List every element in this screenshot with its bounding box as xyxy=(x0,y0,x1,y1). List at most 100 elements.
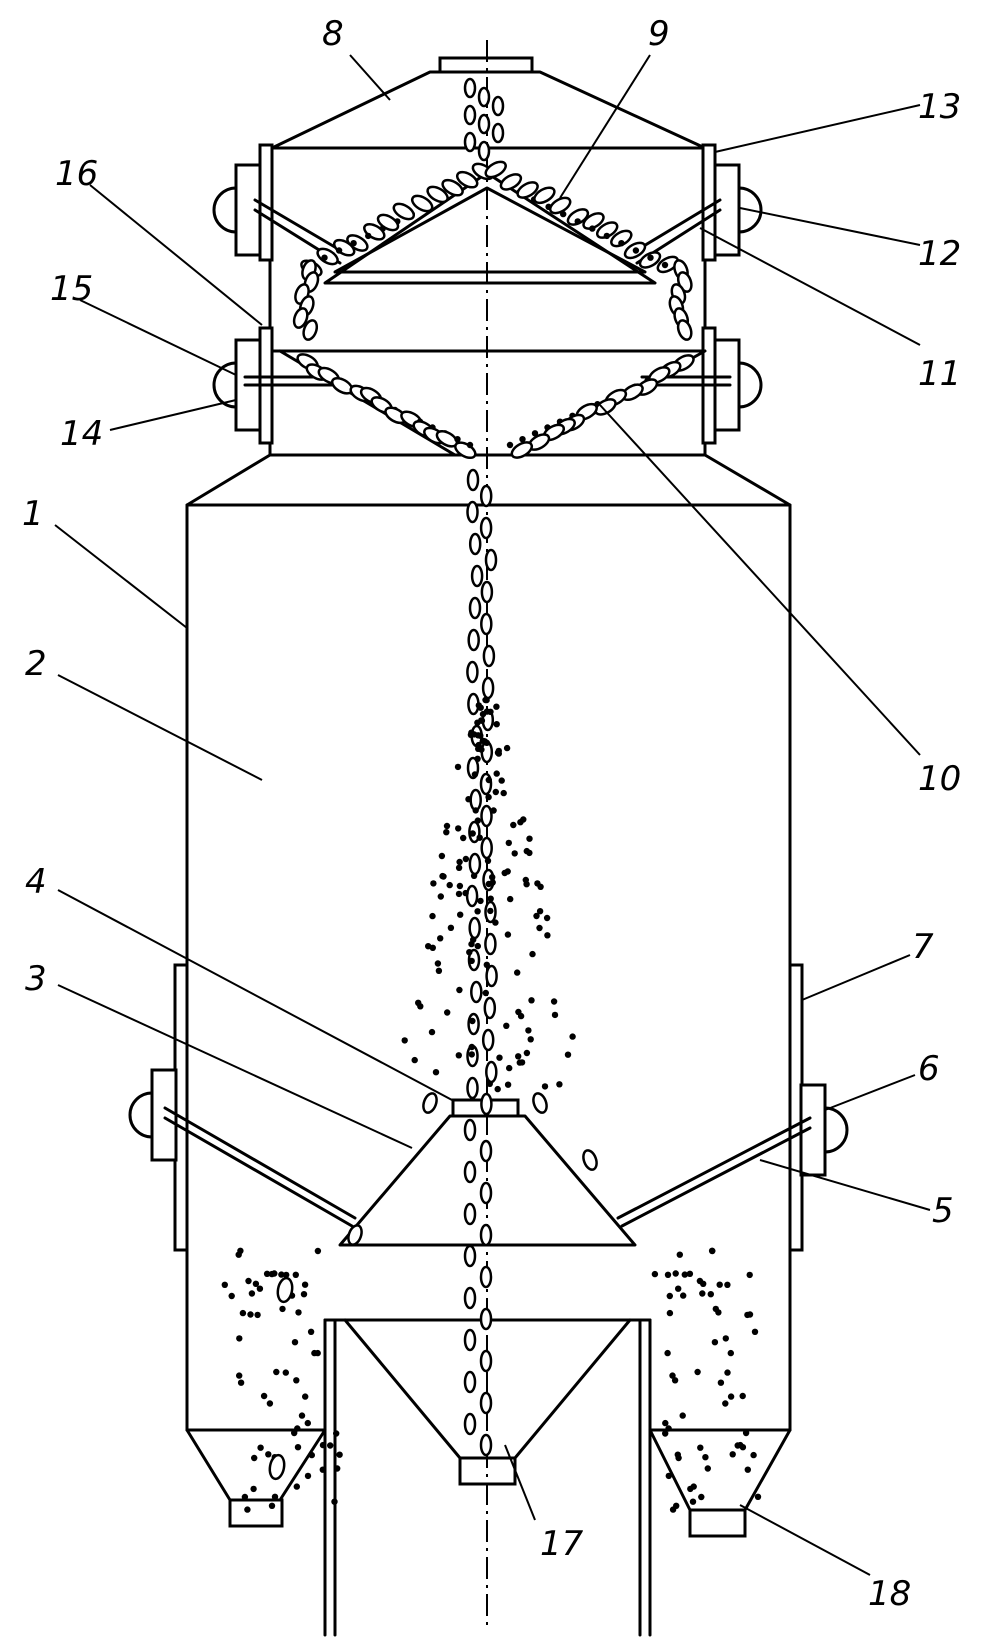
fine-particle xyxy=(308,1451,315,1459)
grain-particle xyxy=(463,1412,477,1436)
fine-particle xyxy=(680,1292,687,1299)
fine-particle xyxy=(291,1429,298,1437)
fine-particle xyxy=(711,1339,719,1346)
grain-particle xyxy=(465,884,479,908)
fine-particle xyxy=(319,1466,326,1473)
fine-particle xyxy=(228,1292,235,1300)
fine-particle xyxy=(712,1305,719,1313)
fine-particle xyxy=(468,1043,475,1051)
grain-particle xyxy=(510,441,534,459)
fine-particle xyxy=(527,1036,534,1043)
fine-particle xyxy=(456,882,464,890)
label-2: 2 xyxy=(25,644,47,684)
fine-particle xyxy=(432,1069,440,1076)
label-4: 4 xyxy=(25,862,47,902)
fine-particle xyxy=(519,436,526,443)
fine-particle xyxy=(429,912,436,920)
fine-particle xyxy=(294,1444,302,1451)
fine-particle xyxy=(676,1251,683,1258)
fine-particle xyxy=(729,1451,736,1458)
fine-particle xyxy=(237,1379,245,1386)
fine-particle xyxy=(443,829,450,836)
fine-particle xyxy=(475,741,482,749)
fine-particle xyxy=(266,1400,274,1407)
fine-particle xyxy=(485,880,492,888)
fine-particle xyxy=(474,755,481,762)
fine-particle xyxy=(437,893,444,900)
fine-particle xyxy=(283,1271,290,1279)
fine-particle xyxy=(526,835,533,842)
grain-particle xyxy=(302,319,319,341)
grain-particle xyxy=(463,1328,477,1352)
cone-support-left xyxy=(163,1106,357,1228)
fine-particle xyxy=(700,1280,707,1288)
particle-flow xyxy=(221,77,762,1513)
fine-particle xyxy=(483,708,491,715)
grain-particle xyxy=(347,1224,363,1246)
fine-particle xyxy=(273,1368,280,1376)
fine-particle xyxy=(489,874,496,881)
fine-particle xyxy=(483,961,490,968)
fine-particle xyxy=(500,789,507,797)
grain-particle xyxy=(466,468,480,492)
fine-particle xyxy=(490,807,497,814)
label-14: 14 xyxy=(60,414,103,454)
grain-particle xyxy=(470,564,484,588)
grain-particle xyxy=(468,596,482,620)
grain-particle xyxy=(479,1391,493,1415)
grain-particle xyxy=(481,1028,495,1052)
fine-particle xyxy=(492,788,499,796)
fine-particle xyxy=(245,1277,252,1285)
fine-particle xyxy=(515,1053,522,1060)
grain-particle xyxy=(466,500,479,524)
grain-particle xyxy=(463,1370,477,1394)
fine-particle xyxy=(669,1372,676,1379)
grain-particle xyxy=(463,1202,477,1226)
fine-particle xyxy=(447,924,455,931)
fine-particle xyxy=(744,1311,751,1319)
fine-particle xyxy=(321,254,328,261)
grain-particle xyxy=(463,131,477,153)
grain-particle xyxy=(479,516,493,540)
fine-particle xyxy=(472,807,479,814)
fine-particle xyxy=(662,1419,669,1427)
label-12: 12 xyxy=(918,234,961,274)
fine-particle xyxy=(477,732,484,739)
label-9: 9 xyxy=(648,14,670,54)
grain-particle xyxy=(468,532,482,556)
fine-particle xyxy=(250,1485,257,1493)
grain-particle xyxy=(479,1139,493,1163)
fine-particle xyxy=(675,1454,682,1462)
fine-particle xyxy=(529,950,536,958)
grain-particle xyxy=(455,170,479,189)
fine-particle xyxy=(564,1051,572,1058)
grain-particle xyxy=(491,95,505,117)
fine-particle xyxy=(716,1281,723,1288)
fine-particle xyxy=(428,1028,436,1036)
fine-particle xyxy=(271,1493,279,1501)
fine-particle xyxy=(484,857,492,864)
fine-particle xyxy=(454,436,461,443)
fine-particle xyxy=(295,1309,302,1316)
fine-particle xyxy=(443,822,451,830)
lower-vibrator-right xyxy=(640,338,763,432)
upper-vibrator-right xyxy=(630,163,763,265)
fine-particle xyxy=(754,1493,762,1501)
fine-particle xyxy=(456,986,463,994)
fine-particle xyxy=(603,232,610,240)
fine-particle xyxy=(466,441,474,449)
fine-particle xyxy=(507,895,514,903)
fine-particle xyxy=(474,908,481,915)
fine-particle xyxy=(331,1498,338,1505)
fine-particle xyxy=(221,1281,228,1289)
fine-particle xyxy=(335,247,343,254)
bottom-vibrator-left xyxy=(128,1068,178,1162)
fine-particle xyxy=(256,1285,264,1292)
fine-particle xyxy=(544,932,551,939)
label-3: 3 xyxy=(25,959,47,999)
grain-particle xyxy=(479,1265,493,1289)
fine-particle xyxy=(531,430,539,437)
fine-particle xyxy=(454,763,462,771)
fine-particle xyxy=(474,719,481,726)
